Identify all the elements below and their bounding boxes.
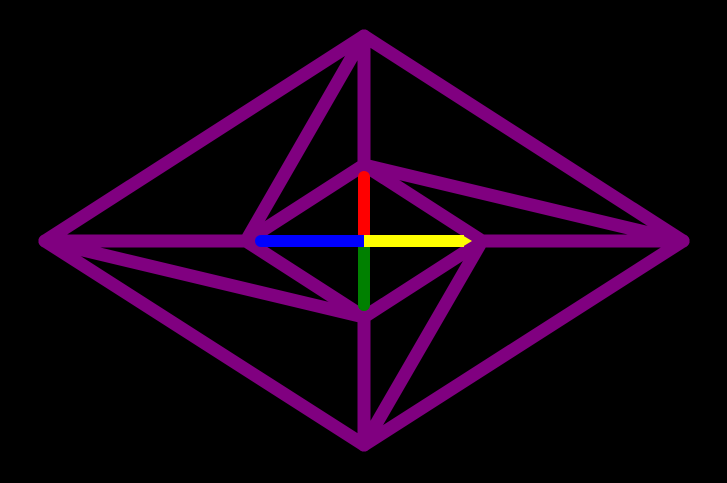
inner-edge-top-right bbox=[357, 158, 489, 248]
diagonal-top-to-inner-left bbox=[239, 29, 371, 248]
diagonal-inner-right-to-bottom bbox=[357, 234, 489, 452]
inner-edge-bottom-left bbox=[239, 234, 371, 324]
diagonal-inner-top-to-right bbox=[357, 158, 690, 248]
center-axes bbox=[255, 171, 472, 311]
outer-diamond bbox=[38, 29, 690, 452]
outer-edge-top-right bbox=[357, 29, 690, 248]
inner-edge-left-top bbox=[239, 158, 371, 248]
outer-edge-bottom-left bbox=[38, 234, 371, 452]
inner-edge-right-bottom bbox=[357, 234, 489, 324]
inner-diamond bbox=[239, 158, 489, 324]
diagonal-left-to-inner-bottom bbox=[38, 234, 371, 324]
outer-edge-right-bottom bbox=[357, 234, 690, 452]
connecting-edges bbox=[38, 29, 690, 452]
outer-edge-left-top bbox=[38, 29, 371, 248]
axis-right-arrowhead bbox=[462, 235, 472, 247]
